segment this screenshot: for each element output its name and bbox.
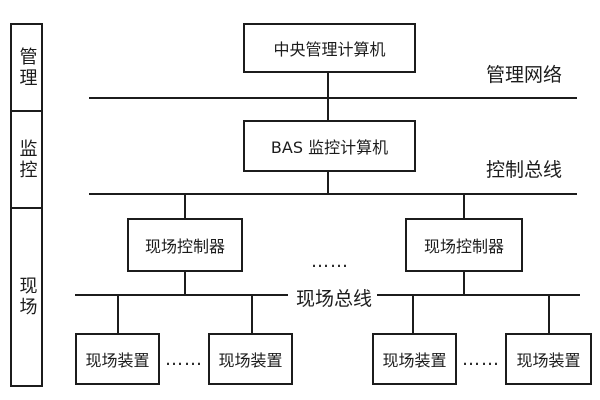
sidebar-level-monitoring: 监控: [10, 110, 43, 209]
connector-line: [117, 296, 119, 333]
sidebar-level-field: 现场: [10, 207, 43, 387]
management-network-label: 管理网络: [486, 64, 563, 86]
connector-line: [327, 172, 329, 193]
connector-line: [251, 296, 253, 333]
field-device-2-node: 现场装置: [208, 333, 293, 385]
connector-line: [184, 272, 186, 294]
field-bus-right-line: [377, 294, 580, 296]
field-controller-left-node: 现场控制器: [127, 218, 243, 272]
controllers-ellipsis: ……: [311, 251, 349, 272]
field-device-3-node: 现场装置: [372, 333, 457, 385]
field-controller-right-node: 现场控制器: [405, 218, 523, 272]
connector-line: [463, 195, 465, 218]
connector-line: [184, 195, 186, 218]
connector-line: [327, 73, 329, 120]
devices-right-ellipsis: ……: [462, 349, 500, 370]
bas-computer-node: BAS 监控计算机: [243, 120, 416, 172]
connector-line: [412, 296, 414, 333]
field-bus-label: 现场总线: [292, 284, 372, 311]
central-computer-node: 中央管理计算机: [243, 23, 416, 73]
sidebar-level-management: 管理: [10, 23, 43, 112]
control-bus-line: [89, 193, 577, 195]
connector-line: [463, 272, 465, 294]
field-bus-left-line: [75, 294, 288, 296]
field-device-1-node: 现场装置: [75, 333, 160, 385]
management-network-line: [89, 97, 577, 99]
devices-left-ellipsis: ……: [165, 349, 203, 370]
connector-line: [548, 296, 550, 333]
field-device-4-node: 现场装置: [505, 333, 592, 385]
control-bus-label: 控制总线: [486, 159, 563, 181]
